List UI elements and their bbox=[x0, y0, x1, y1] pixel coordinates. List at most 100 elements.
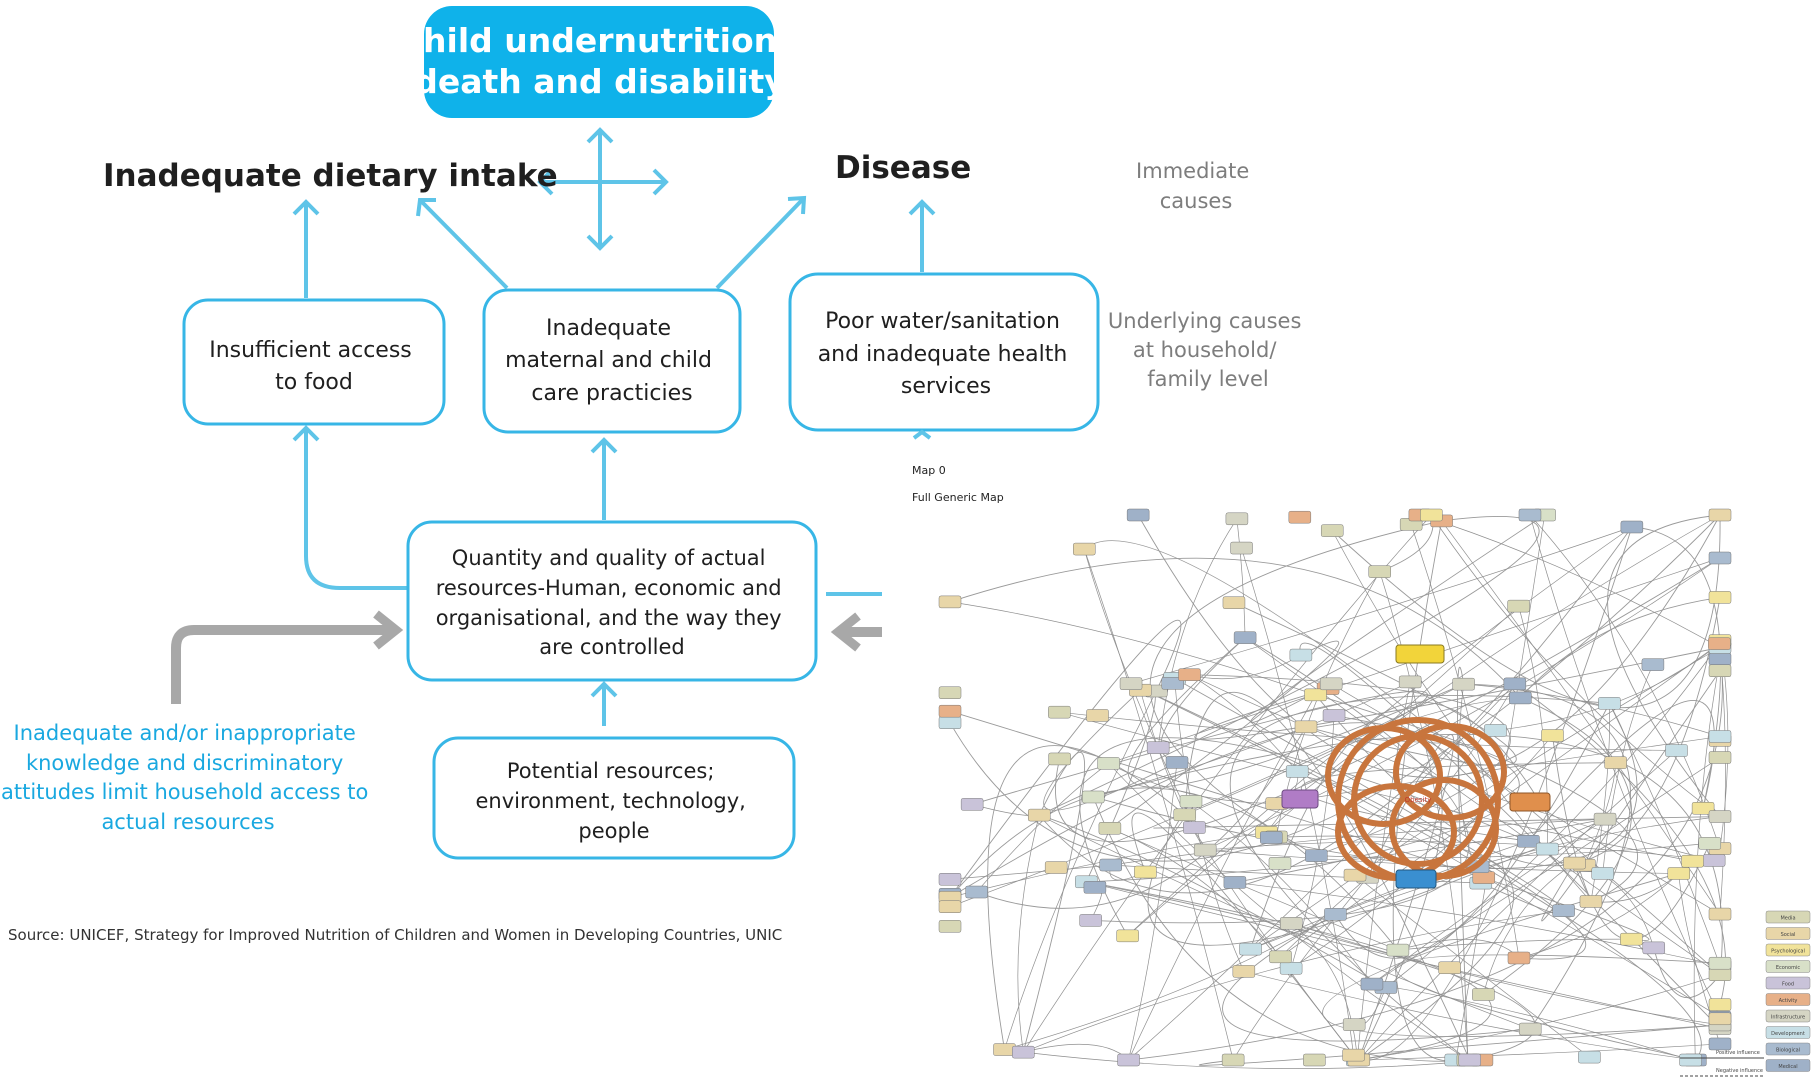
map-node bbox=[1097, 757, 1120, 770]
map-node bbox=[1458, 1053, 1481, 1067]
map-node bbox=[1116, 929, 1139, 943]
map-node bbox=[1178, 668, 1201, 681]
legend-label: Media bbox=[1780, 916, 1795, 922]
map-link bbox=[1236, 518, 1246, 638]
legend-swatch bbox=[1765, 976, 1811, 990]
map-link bbox=[1140, 690, 1206, 851]
map-link bbox=[1199, 1024, 1721, 1066]
map-node bbox=[1507, 951, 1531, 965]
systems-map-network bbox=[938, 508, 1732, 1069]
map-link bbox=[1322, 873, 1721, 1037]
map-link bbox=[987, 745, 1186, 1050]
map-node bbox=[1320, 524, 1344, 537]
map-link bbox=[1693, 658, 1721, 1061]
map-link bbox=[1244, 637, 1721, 975]
map-link bbox=[1023, 1051, 1482, 1069]
legend-swatch bbox=[1765, 1042, 1811, 1056]
actual-resources-box bbox=[406, 520, 818, 682]
insufficient-food-box bbox=[182, 298, 446, 426]
map-link bbox=[949, 864, 1111, 880]
map-link bbox=[1371, 818, 1606, 985]
map-node bbox=[1289, 648, 1313, 662]
map-node bbox=[1517, 834, 1540, 848]
map-node bbox=[1579, 895, 1603, 908]
map-node bbox=[1360, 977, 1384, 991]
map-link bbox=[1130, 526, 1632, 685]
map-link bbox=[1004, 690, 1157, 1050]
hub-activity bbox=[1509, 792, 1551, 812]
map-node bbox=[1484, 724, 1507, 737]
legend-label: Development bbox=[1771, 1031, 1805, 1037]
map-link bbox=[1233, 602, 1517, 767]
map-node bbox=[1183, 821, 1206, 834]
potential-resources-box bbox=[432, 736, 796, 860]
map-link bbox=[1358, 750, 1677, 1061]
legend-swatch bbox=[1765, 910, 1811, 924]
map-link bbox=[1086, 881, 1492, 1061]
map-node bbox=[938, 900, 962, 913]
map-link bbox=[1371, 757, 1721, 985]
map-link bbox=[1108, 763, 1277, 804]
map-node bbox=[965, 885, 988, 899]
cause-arrows bbox=[292, 195, 936, 298]
map-node bbox=[1230, 541, 1253, 555]
legend-swatch bbox=[1765, 960, 1811, 973]
map-node bbox=[1509, 691, 1532, 705]
map-node bbox=[1294, 720, 1318, 734]
map-link bbox=[1271, 835, 1514, 1061]
map-node bbox=[1233, 631, 1257, 644]
map-node bbox=[1708, 1037, 1732, 1051]
map-node bbox=[1552, 904, 1575, 917]
map-link bbox=[1059, 711, 1677, 751]
map-node bbox=[1620, 520, 1644, 534]
map-link bbox=[1276, 736, 1721, 804]
map-node bbox=[1285, 765, 1309, 778]
map-node bbox=[1232, 965, 1256, 978]
map-legend: MediaSocialPsychologicalEconomicFoodActi… bbox=[1765, 910, 1811, 1072]
map-link bbox=[949, 619, 1182, 898]
resource-arrows bbox=[292, 425, 932, 726]
map-node bbox=[1598, 697, 1621, 710]
map-link bbox=[1385, 643, 1720, 988]
map-node bbox=[1708, 1012, 1732, 1026]
outcome-title-box bbox=[424, 6, 774, 118]
gray-arrows bbox=[171, 610, 882, 704]
map-node bbox=[1343, 868, 1367, 882]
map-node bbox=[1541, 729, 1564, 742]
map-link bbox=[1653, 947, 1721, 999]
map-node bbox=[1641, 658, 1665, 671]
map-link bbox=[1552, 735, 1711, 941]
map-link bbox=[1086, 881, 1536, 1061]
map-link bbox=[1127, 514, 1721, 937]
map-node bbox=[1679, 1053, 1702, 1067]
map-node bbox=[1027, 808, 1051, 822]
map-node bbox=[1591, 867, 1614, 880]
map-node bbox=[938, 595, 962, 609]
map-node bbox=[1518, 1022, 1542, 1036]
map-node bbox=[1438, 961, 1461, 975]
map-link bbox=[1609, 703, 1721, 966]
map-node bbox=[1288, 510, 1312, 524]
map-node bbox=[1342, 1048, 1365, 1062]
map-link bbox=[1109, 827, 1281, 958]
map-node bbox=[1303, 1053, 1326, 1067]
map-link bbox=[1357, 526, 1633, 1062]
map-link bbox=[1086, 818, 1606, 883]
map-link bbox=[1379, 571, 1469, 1061]
map-link bbox=[1039, 516, 1540, 816]
map-node bbox=[1221, 1053, 1245, 1067]
map-node bbox=[1161, 677, 1185, 690]
map-node bbox=[1165, 756, 1189, 769]
map-link bbox=[1093, 681, 1411, 798]
map-link bbox=[1023, 514, 1432, 1053]
map-node bbox=[1222, 596, 1246, 609]
map-node bbox=[1708, 591, 1732, 604]
map-node bbox=[1620, 932, 1643, 946]
map-link bbox=[1184, 814, 1354, 1056]
map-link bbox=[1092, 796, 1482, 1062]
map-link bbox=[949, 831, 1267, 898]
knowledge-attitudes-label: Inadequate and/or inappropriate knowledg… bbox=[1, 721, 375, 834]
map-node bbox=[938, 920, 962, 933]
map-node bbox=[1472, 871, 1496, 884]
map-node bbox=[1134, 865, 1157, 879]
